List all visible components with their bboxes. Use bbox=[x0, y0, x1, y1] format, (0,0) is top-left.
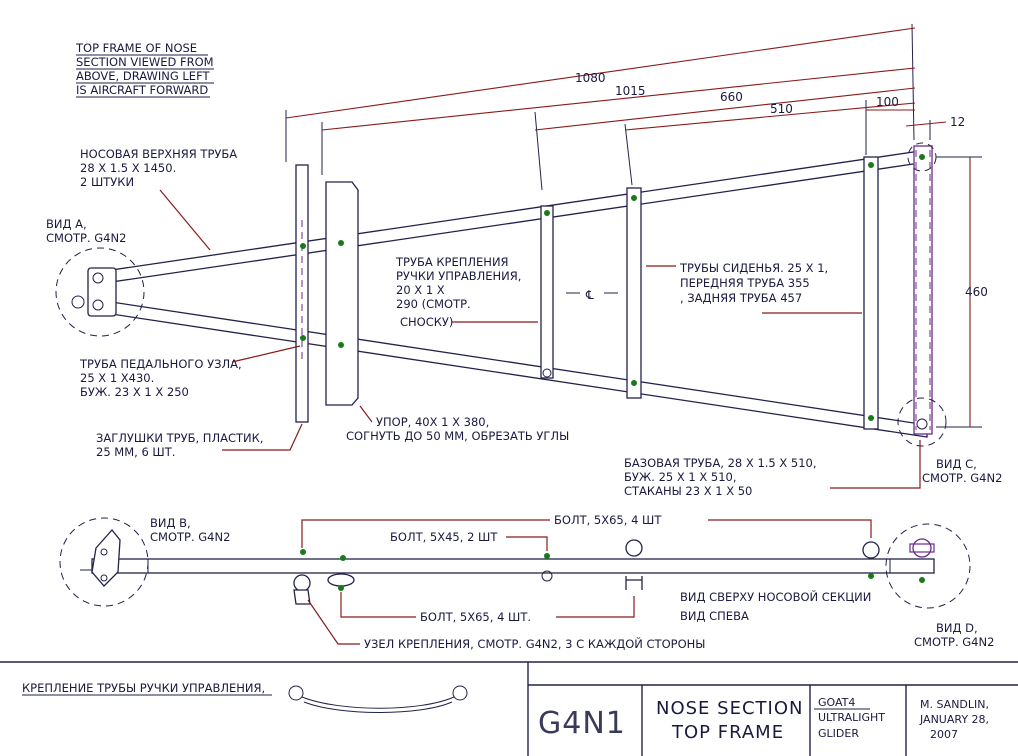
author-line: M. SANDLIN, bbox=[920, 698, 989, 711]
label-base-tube: БАЗОВАЯ ТРУБА, 28 X 1.5 X 510, bbox=[624, 456, 817, 470]
author-line: JANUARY 28, bbox=[919, 713, 989, 726]
title-block: КРЕПЛЕНИЕ ТРУБЫ РУЧКИ УПРАВЛЕНИЯ, G4N1 N… bbox=[0, 661, 1018, 756]
dim-1015: 1015 bbox=[615, 84, 646, 98]
label-view-a: ВИД А, bbox=[46, 217, 87, 231]
note-line: IS AIRCRAFT FORWARD bbox=[76, 83, 208, 97]
label-pedal-tube: ТРУБА ПЕДАЛЬНОГО УЗЛА, bbox=[79, 357, 242, 371]
label-stop: СОГНУТЬ ДО 50 ММ, ОБРЕЗАТЬ УГЛЫ bbox=[346, 429, 569, 443]
project-line: ULTRALIGHT bbox=[818, 711, 885, 724]
top-view-frame: ℄ bbox=[55, 142, 947, 447]
stop-plate bbox=[325, 181, 359, 406]
centerline-symbol: ℄ bbox=[585, 288, 594, 302]
label-pedal-tube: 25 X 1 X430. bbox=[80, 371, 154, 385]
rear-seat-tube bbox=[863, 156, 879, 430]
label-seat-tubes: ТРУБЫ СИДЕНЬЯ. 25 X 1, bbox=[679, 261, 828, 275]
dim-1080: 1080 bbox=[575, 71, 606, 85]
title-line: NOSE SECTION bbox=[656, 698, 803, 719]
label-plugs: ЗАГЛУШКИ ТРУБ, ПЛАСТИК, bbox=[96, 431, 263, 445]
label-base-tube: БУЖ. 25 X 1 X 510, bbox=[624, 470, 737, 484]
nose-fitting bbox=[87, 267, 117, 317]
sheet-number: G4N1 bbox=[538, 706, 626, 741]
label-mount-node: УЗЕЛ КРЕПЛЕНИЯ, СМОТР. G4N2, 3 С КАЖДОЙ … bbox=[364, 636, 705, 651]
dim-510-line bbox=[624, 102, 916, 131]
dim-510: 510 bbox=[770, 102, 793, 116]
label-bolt-5x65-top: БОЛТ, 5X65, 4 ШТ bbox=[554, 513, 662, 527]
dimension-lines: 1080 1015 660 510 100 12 460 bbox=[285, 23, 988, 428]
label-control-tube: 290 (СМОТР. bbox=[396, 297, 471, 311]
project-line: GOAT4 bbox=[818, 696, 855, 709]
dim-460: 460 bbox=[965, 285, 988, 299]
view-d-circle bbox=[885, 523, 971, 609]
label-view-c: СМОТР. G4N2 bbox=[922, 471, 1002, 485]
top-left-note: TOP FRAME OF NOSE SECTION VIEWED FROM AB… bbox=[75, 41, 214, 98]
footnote: КРЕПЛЕНИЕ ТРУБЫ РУЧКИ УПРАВЛЕНИЯ, bbox=[22, 681, 265, 695]
label-control-tube: СНОСКУ) bbox=[400, 315, 453, 329]
label-plugs: 25 ММ, 6 ШТ. bbox=[96, 445, 175, 459]
label-control-tube: ТРУБА КРЕПЛЕНИЯ bbox=[395, 255, 509, 269]
view-b-circle bbox=[59, 517, 149, 607]
label-bolt-5x65-bottom: БОЛТ, 5X65, 4 ШТ. bbox=[420, 610, 531, 624]
label-upper-tube: 2 ШТУКИ bbox=[80, 175, 134, 189]
label-view-c: ВИД С, bbox=[936, 457, 977, 471]
label-control-tube: РУЧКИ УПРАВЛЕНИЯ, bbox=[396, 269, 521, 283]
dim-660: 660 bbox=[720, 90, 743, 104]
side-view bbox=[59, 517, 971, 609]
label-pedal-tube: БУЖ. 23 X 1 X 250 bbox=[80, 385, 189, 399]
label-seat-tubes: , ЗАДНЯЯ ТРУБА 457 bbox=[680, 291, 802, 305]
view-a-circle bbox=[55, 247, 145, 337]
dim-1080-line bbox=[285, 27, 916, 119]
author-line: 2007 bbox=[930, 728, 958, 741]
dim-12-line bbox=[905, 121, 947, 127]
label-bolt-5x45: БОЛТ, 5X45, 2 ШТ bbox=[390, 530, 498, 544]
label-stop: УПОР, 40X 1 X 380, bbox=[376, 415, 489, 429]
label-seat-tubes: ПЕРЕДНЯЯ ТРУБА 355 bbox=[680, 276, 810, 290]
view-front-title: ВИД СПЕВА bbox=[680, 609, 749, 623]
side-main-tube bbox=[91, 558, 935, 574]
label-view-a: СМОТР. G4N2 bbox=[46, 231, 126, 245]
view-top-title: ВИД СВЕРХУ НОСОВОЙ СЕКЦИИ bbox=[680, 589, 871, 604]
title-line: TOP FRAME bbox=[671, 722, 784, 743]
dim-1015-line bbox=[321, 67, 916, 131]
front-seat-tube bbox=[626, 187, 642, 399]
side-view-labels: ВИД В, СМОТР. G4N2 БОЛТ, 5X65, 4 ШТ БОЛТ… bbox=[150, 513, 994, 651]
note-line: ABOVE, DRAWING LEFT bbox=[76, 69, 210, 83]
label-view-b: ВИД В, bbox=[150, 516, 191, 530]
base-tube bbox=[913, 145, 933, 435]
control-tube bbox=[540, 205, 554, 379]
view-c-circle bbox=[897, 397, 947, 447]
label-control-tube: 20 X 1 X bbox=[396, 283, 445, 297]
top-view-labels: НОСОВАЯ ВЕРХНЯЯ ТРУБА 28 X 1.5 X 1450. 2… bbox=[46, 147, 1002, 498]
label-view-d: СМОТР. G4N2 bbox=[914, 635, 994, 649]
label-upper-tube: НОСОВАЯ ВЕРХНЯЯ ТРУБА bbox=[80, 147, 237, 161]
label-upper-tube: 28 X 1.5 X 1450. bbox=[80, 161, 176, 175]
label-view-b: СМОТР. G4N2 bbox=[150, 530, 230, 544]
dim-100: 100 bbox=[876, 95, 899, 109]
dim-660-line bbox=[534, 87, 916, 131]
front-side-fitting bbox=[91, 528, 121, 587]
note-line: TOP FRAME OF NOSE bbox=[75, 41, 197, 55]
label-view-d: ВИД D, bbox=[936, 621, 978, 635]
label-base-tube: СТАКАНЫ 23 X 1 X 50 bbox=[624, 484, 752, 498]
dim-12: 12 bbox=[950, 115, 965, 129]
project-line: GLIDER bbox=[818, 727, 859, 740]
note-line: SECTION VIEWED FROM bbox=[76, 55, 214, 69]
